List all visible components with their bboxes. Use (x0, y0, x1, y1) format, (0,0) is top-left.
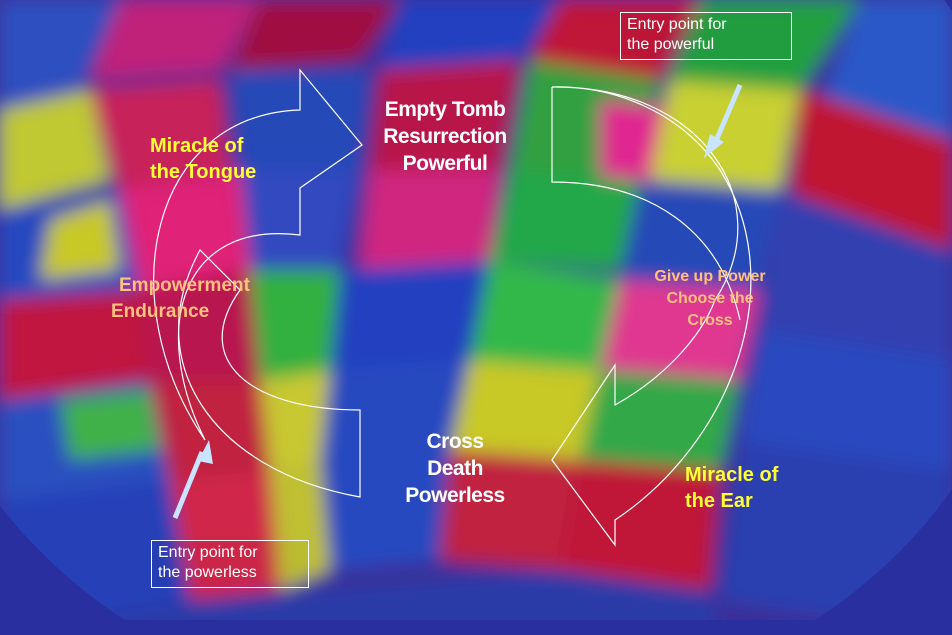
entry-point-powerful-box: Entry point for the powerful (620, 12, 792, 60)
label-give-up-power: Give up Power Choose the Cross (625, 266, 795, 332)
entry-point-powerless-box: Entry point for the powerless (151, 540, 309, 588)
text-death: Death (380, 455, 530, 482)
text-powerful: Powerful (355, 150, 535, 177)
label-empty-tomb: Empty Tomb Resurrection Powerful (355, 96, 535, 177)
text-give-up-power: Give up Power (625, 266, 795, 288)
label-miracle-ear: Miracle of the Ear (685, 462, 778, 514)
text-entry-powerful-2: the powerful (627, 35, 785, 55)
arrow-upper-left (154, 70, 362, 440)
text-cross: Cross (380, 428, 530, 455)
text-the-tongue: the Tongue (150, 159, 256, 185)
text-empowerment: Empowerment (111, 273, 250, 299)
text-resurrection: Resurrection (355, 123, 535, 150)
pointer-arrow-powerless (175, 452, 202, 518)
text-miracle-of-right: Miracle of (685, 462, 778, 488)
text-cross-right: Cross (625, 310, 795, 332)
text-entry-powerful-1: Entry point for (627, 15, 785, 35)
text-entry-powerless-2: the powerless (158, 563, 302, 583)
label-empowerment: Empowerment Endurance (111, 273, 250, 325)
label-cross: Cross Death Powerless (380, 428, 530, 509)
label-miracle-tongue: Miracle of the Tongue (150, 133, 256, 185)
text-powerless: Powerless (380, 482, 530, 509)
text-endurance: Endurance (111, 299, 250, 325)
pointer-arrow-powerful-head (704, 134, 724, 158)
text-empty-tomb: Empty Tomb (355, 96, 535, 123)
text-the-ear: the Ear (685, 488, 778, 514)
text-miracle-of-left: Miracle of (150, 133, 256, 159)
text-choose-the: Choose the (625, 288, 795, 310)
text-entry-powerless-1: Entry point for (158, 543, 302, 563)
